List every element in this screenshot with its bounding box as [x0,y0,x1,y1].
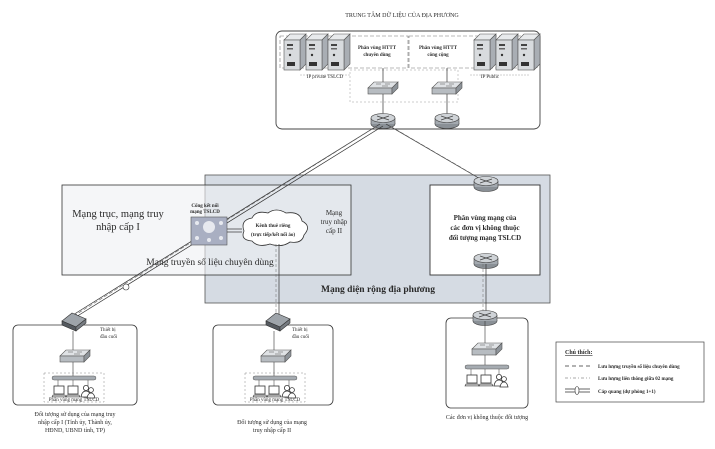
laptop-icon [252,385,268,398]
site-3: Các đơn vị không thuộc đối tượng [445,310,529,421]
diagram-title: TRUNG TÂM DỮ LIỆU CỦA ĐỊA PHƯƠNG [345,11,459,19]
access-2-label: truy nhập [321,218,348,226]
non-member-zone-label: Phân vùng mạng của [454,214,517,222]
zone-dedicated-label: Phân vùng HTTT [358,46,397,51]
zone-public-label: Phân vùng HTTT [419,46,458,51]
zone-dedicated-label: chuyên dùng [363,53,391,58]
zone-public-label: công cộng [427,53,449,58]
private-channel-cloud [242,209,308,246]
terminal-device-label: Thiết bị [292,328,308,333]
switch-icon [59,349,91,363]
legend-label: Lưu lượng liên thông giữa 02 mạng [598,377,674,382]
traffic-dashed [63,125,487,323]
gateway-label: mạng TSLCD [190,210,220,215]
terminal-device-label: Thiết bị [100,328,116,333]
site-caption: Đối tượng sử dụng của mạng [237,419,307,426]
legend: Chú thích: Lưu lượng truyền số liệu chuy… [555,341,705,403]
access-2-label: cấp II [326,227,343,235]
fiber-splice-icon [122,283,130,291]
server-icon [473,33,497,71]
laptop-icon [51,385,67,398]
switch-icon [260,349,292,363]
switch-icon [431,81,463,95]
router-icon [434,113,460,129]
trunk-network-label: nhập cấp I [96,222,140,233]
site-caption: HĐND, UBND tỉnh, TP) [45,427,105,434]
laptop-icon [464,374,480,387]
server-icon [283,33,307,71]
switch-icon [471,342,503,356]
terminal-device-label: đầu cuối [292,335,310,340]
site-caption: nhập cấp I (Tỉnh ủy, Thành ủy, [38,419,112,426]
laptop-icon [478,374,494,387]
gateway-icon [190,216,228,246]
private-channel-label: Kênh thuê riêng [256,224,291,229]
terminal-device-label: đầu cuối [100,335,118,340]
server-group-public-label: IP Public [481,75,500,80]
legend-swatch-fiber [565,386,590,395]
server-icon [495,33,519,71]
lan-zone-label: Phân vùng mạng TSLCD [49,398,100,403]
legend-title: Chú thích: [565,350,593,356]
access-2-label: Mạng [326,209,343,217]
laptop-icon [266,385,282,398]
trunk-network-label: Mạng trục, mạng truy [72,209,164,220]
lan-zone-label: Phân vùng mạng TSLCD [250,398,301,403]
switch-icon [367,81,399,95]
site-caption: truy nhập cấp II [253,427,291,434]
site-caption: Đối tượng sử dụng của mạng truy [35,411,116,418]
router-icon [473,176,499,192]
dedicated-network-label: Mạng truyền số liệu chuyên dùng [146,257,274,268]
legend-label: Lưu lượng truyền số liệu chuyên dùng [598,365,680,370]
site-2: Thiết bị đầu cuối Phân vùng mạng TSLCD Đ… [212,312,334,434]
private-channel-label: (trực tiếp/kết nối ảo) [251,233,295,238]
server-icon [305,33,329,71]
site-1: Thiết bị đầu cuối Phân vùng mạng TSLCD Đ… [12,312,138,434]
server-icon [517,33,541,71]
legend-label: Cáp quang (dự phòng 1+1) [598,390,656,395]
wan-label: Mạng diện rộng địa phương [321,285,435,295]
gateway-label: Cổng kết nối [191,203,219,209]
server-group-private-label: IP private TSLCD [307,75,344,80]
laptop-icon [65,385,81,398]
server-icon [327,33,351,71]
non-member-zone-label: các đơn vị không thuộc [450,224,519,232]
site-caption: Các đơn vị không thuộc đối tượng [446,414,528,421]
non-member-zone-label: đối tượng mạng TSLCD [449,234,521,242]
